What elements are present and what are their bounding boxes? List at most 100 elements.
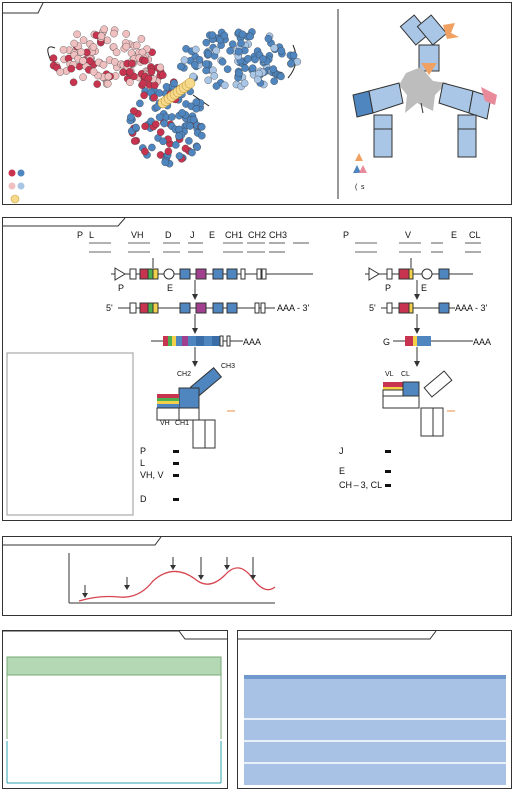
atom	[70, 39, 78, 48]
atom	[202, 38, 211, 47]
atom	[122, 42, 131, 51]
light-chain-domains: VL CL	[382, 370, 455, 437]
heavy-gene-labels: P L VH D J E CH1 CH2 CH3	[77, 230, 287, 240]
light-pre-mrna: 5' AAA - 3'	[369, 302, 488, 314]
atom	[110, 29, 118, 38]
svg-text:AAA: AAA	[243, 337, 261, 347]
atom	[73, 30, 81, 39]
atom	[208, 31, 217, 39]
atom	[155, 89, 164, 97]
atom	[161, 158, 169, 167]
atom	[126, 68, 134, 76]
svg-text:J: J	[339, 446, 344, 456]
svg-text:E: E	[421, 283, 427, 293]
label-ch2: CH2	[248, 230, 266, 240]
atom	[97, 32, 106, 40]
atom	[277, 72, 285, 81]
atom	[244, 54, 252, 63]
label-p: P	[77, 230, 83, 240]
atom	[270, 77, 278, 85]
atom	[269, 65, 278, 73]
svg-text:s: s	[361, 184, 365, 191]
atom	[132, 123, 140, 132]
svg-text:CH – 3, CL: CH – 3, CL	[339, 480, 382, 490]
atom	[189, 115, 198, 124]
atom	[253, 75, 262, 84]
atom	[192, 45, 200, 54]
atom	[270, 44, 279, 52]
label-e: E	[209, 230, 215, 240]
panel-structure: ( s	[2, 2, 512, 205]
svg-text:VL: VL	[385, 371, 394, 378]
wave-svg	[3, 536, 276, 604]
svg-text:CH2: CH2	[177, 371, 191, 378]
svg-text:L: L	[140, 458, 145, 468]
panel-genes: P L VH D J E CH1 CH2 CH3	[2, 217, 512, 521]
atom	[178, 109, 186, 117]
svg-text:5': 5'	[106, 303, 113, 313]
svg-text:VH: VH	[160, 420, 170, 427]
atom	[104, 79, 112, 88]
atom	[56, 68, 65, 76]
atom	[103, 36, 112, 45]
svg-text:CH1: CH1	[175, 420, 189, 427]
atom	[259, 55, 267, 63]
atom	[248, 64, 257, 72]
atom	[89, 68, 98, 76]
atom	[160, 119, 169, 128]
atom	[159, 137, 167, 146]
atom	[162, 83, 171, 91]
heavy-mature-mrna: AAA	[151, 335, 261, 347]
atom	[185, 137, 193, 145]
atom	[221, 81, 229, 90]
atom	[212, 46, 221, 55]
atom	[234, 47, 243, 56]
atom	[144, 74, 153, 83]
atom	[202, 60, 210, 68]
light-gene-row1: P E	[365, 258, 473, 293]
atom	[240, 79, 249, 88]
label-j: J	[190, 230, 195, 240]
svg-text:E: E	[339, 466, 345, 476]
atom	[198, 131, 206, 140]
atom	[93, 80, 101, 88]
atom	[141, 147, 149, 156]
atom	[89, 43, 98, 51]
atom	[226, 47, 234, 55]
atom	[172, 141, 180, 149]
atom	[181, 144, 190, 153]
atom	[192, 98, 201, 106]
svg-text:P: P	[343, 230, 349, 240]
atom	[218, 58, 227, 66]
panel-table-blue	[237, 630, 512, 789]
atom	[69, 78, 78, 87]
atom	[147, 68, 156, 76]
legend-left: P L VH, V D	[140, 446, 179, 504]
svg-text:(: (	[355, 184, 358, 191]
legend-right: J E CH – 3, CL	[339, 446, 391, 490]
atom	[79, 73, 87, 81]
atom	[79, 36, 88, 44]
panel-wave	[2, 536, 512, 616]
light-mature-mrna: G AAA	[383, 336, 491, 347]
atom	[220, 31, 229, 40]
atom	[49, 54, 58, 62]
atom	[186, 122, 194, 130]
svg-text:AAA - 3': AAA - 3'	[455, 303, 488, 313]
atom	[140, 91, 148, 100]
atom	[237, 39, 245, 48]
atom	[238, 30, 247, 39]
atom	[122, 30, 130, 38]
atom	[177, 62, 185, 71]
atom	[141, 57, 149, 65]
atom	[159, 71, 167, 79]
heavy-chain-domains: CH2 CH3 VH CH1	[156, 363, 235, 449]
atom	[100, 25, 108, 33]
atom	[235, 69, 243, 77]
atom	[197, 123, 206, 131]
atom	[191, 61, 199, 69]
svg-text:VH, V: VH, V	[140, 470, 164, 480]
atom	[192, 105, 200, 113]
atom	[246, 32, 254, 41]
ligand-atom	[184, 77, 196, 89]
